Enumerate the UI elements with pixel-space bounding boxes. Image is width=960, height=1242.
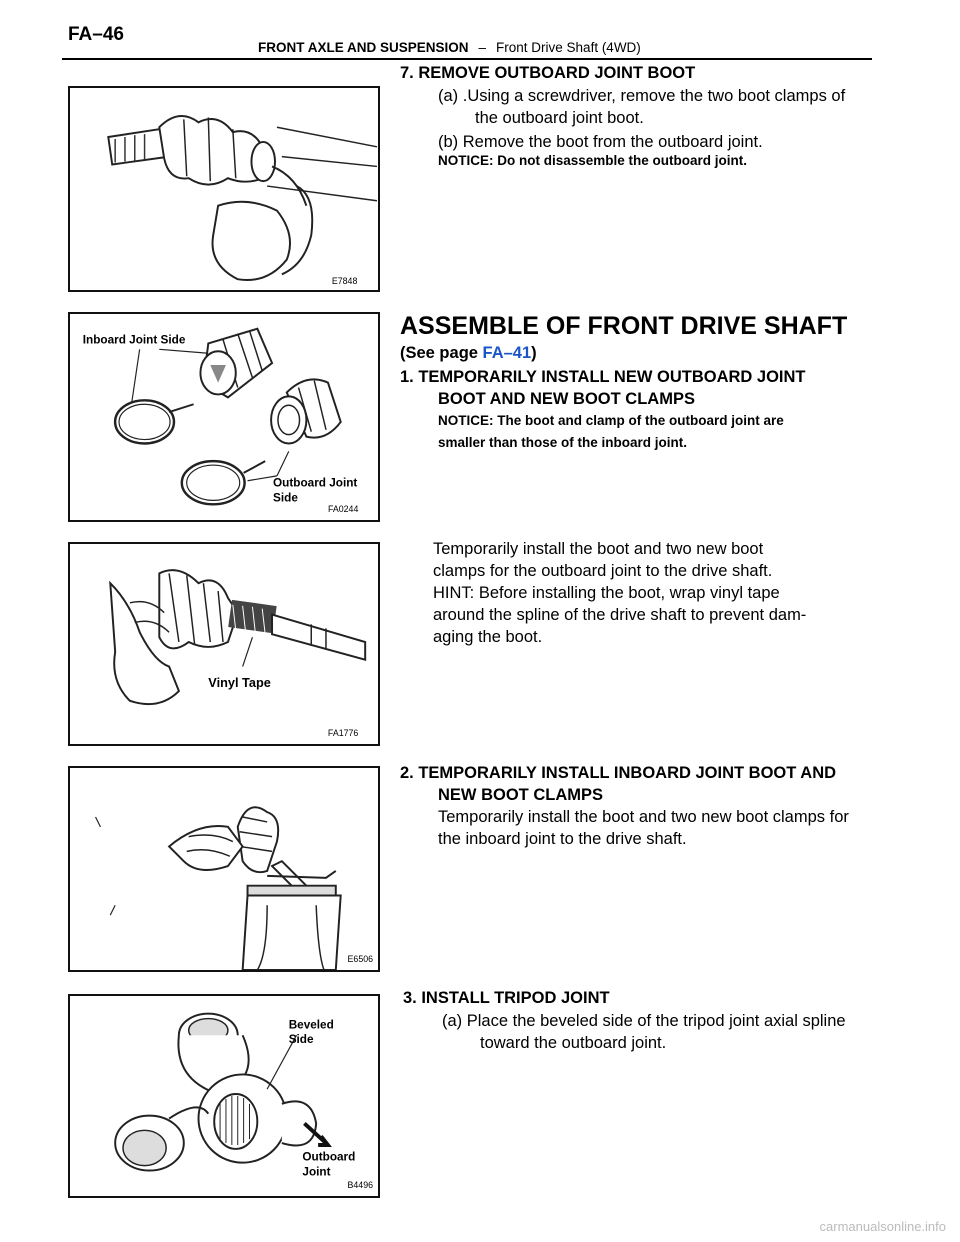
step-1-hint-line3: aging the boot. [433,628,543,646]
step-7a-line1: (a) .Using a screwdriver, remove the two… [438,87,846,105]
figure-vinyl-tape: Vinyl Tape FA1776 [68,542,380,746]
step-3a-line1: (a) Place the beveled side of the tripod… [442,1012,846,1030]
illustration-vinyl-tape: Vinyl Tape FA1776 [71,544,377,744]
step-7-title: 7. REMOVE OUTBOARD JOINT BOOT [400,64,696,82]
step-7a-line2: the outboard joint boot. [475,109,644,127]
figure-code: E6506 [348,954,374,964]
label-outboard-joint-2: Side [273,491,298,504]
step-3a-line2: toward the outboard joint. [480,1034,667,1052]
step-1-notice-line2: smaller than those of the inboard joint. [438,435,688,450]
label-outboard-joint-1: Outboard Joint [273,477,357,490]
step-1-hint-line2: around the spline of the drive shaft to … [433,606,807,624]
step-1-body-line2: clamps for the outboard joint to the dri… [433,562,773,580]
figure-inboard-boot: E6506 [68,766,380,972]
label-beveled-1: Beveled [289,1018,334,1031]
figure-code: FA0244 [328,504,358,514]
header-separator: – [478,40,487,55]
running-header: FRONT AXLE AND SUSPENSION–Front Drive Sh… [258,40,641,55]
ref-link-fa41[interactable]: FA–41 [482,344,532,362]
step-2-title-line1: 2. TEMPORARILY INSTALL INBOARD JOINT BOO… [400,764,837,782]
figure-boot-clamps: Inboard Joint Side Outboard Joint Side F… [68,312,380,522]
step-1-title-line1: 1. TEMPORARILY INSTALL NEW OUTBOARD JOIN… [400,368,806,386]
step-3-title: 3. INSTALL TRIPOD JOINT [403,989,610,1007]
illustration-boots-and-clamps: Inboard Joint Side Outboard Joint Side F… [70,314,378,520]
label-inboard-joint-side: Inboard Joint Side [83,333,186,346]
step-2-body-line1: Temporarily install the boot and two new… [438,808,849,826]
figure-code: B4496 [348,1180,374,1190]
step-1-notice-line1: NOTICE: The boot and clamp of the outboa… [438,413,784,428]
illustration-outboard-boot-removal: E7848 [71,88,378,290]
figure-remove-outboard-boot: E7848 [68,86,380,292]
ref-prefix: (See page [400,344,483,362]
ref-suffix: ) [531,344,537,362]
step-2-body-line2: the inboard joint to the drive shaft. [438,830,687,848]
section-heading: ASSEMBLE OF FRONT DRIVE SHAFT [400,312,848,340]
step-7-notice: NOTICE: Do not disassemble the outboard … [438,153,748,168]
illustration-tripod-joint: Beveled Side Outboard Joint B4496 [71,996,377,1196]
label-outboard-1: Outboard [302,1151,355,1164]
label-vinyl-tape: Vinyl Tape [208,675,271,690]
figure-code: E7848 [332,276,358,286]
page-number: FA–46 [68,24,124,45]
label-beveled-2: Side [289,1033,314,1046]
header-rule [62,58,872,60]
watermark: carmanualsonline.info [819,1219,946,1234]
step-1-body-line1: Temporarily install the boot and two new… [433,540,764,558]
illustration-inboard-boot-install: E6506 [71,768,377,970]
step-7b: (b) Remove the boot from the outboard jo… [438,133,763,151]
page-reference: (See page FA–41) [400,344,537,363]
figure-code: FA1776 [328,728,358,738]
step-2-title-line2: NEW BOOT CLAMPS [438,786,603,804]
figure-tripod-joint: Beveled Side Outboard Joint B4496 [68,994,380,1198]
step-1-title-line2: BOOT AND NEW BOOT CLAMPS [438,390,695,408]
section-title: FRONT AXLE AND SUSPENSION [258,40,469,55]
step-1-hint-line1: HINT: Before installing the boot, wrap v… [433,584,780,602]
subsection-title: Front Drive Shaft (4WD) [496,40,641,55]
label-outboard-2: Joint [302,1165,330,1178]
